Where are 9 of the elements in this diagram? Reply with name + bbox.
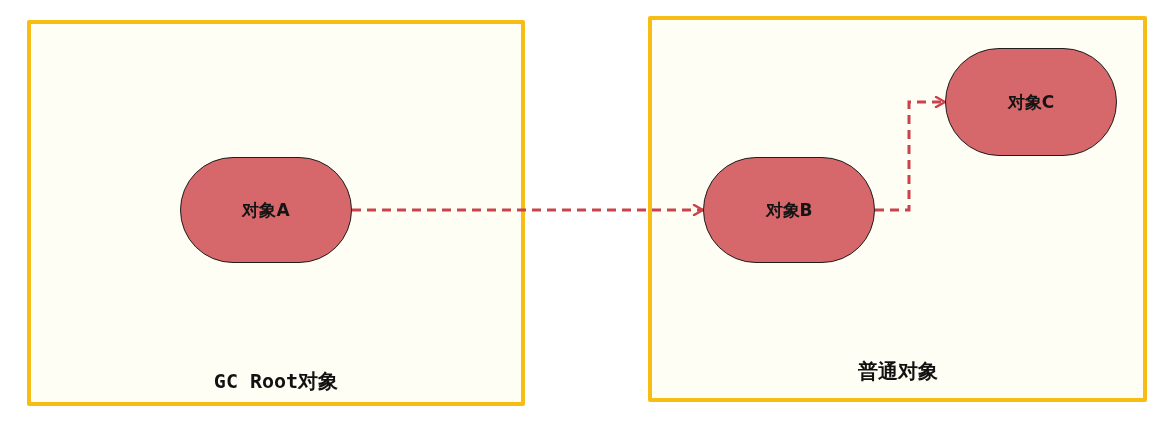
panel-label: GC Root对象 [212, 368, 340, 395]
container-panel [648, 16, 1147, 402]
object-label: 对象C [1007, 90, 1055, 114]
dashed-arrow [352, 203, 705, 217]
object-label: 对象B [765, 198, 813, 222]
object-label: 对象A [242, 198, 290, 222]
container-panel [27, 20, 525, 406]
panel-label: 普通对象 [856, 358, 939, 385]
dashed-arrow [875, 95, 947, 212]
